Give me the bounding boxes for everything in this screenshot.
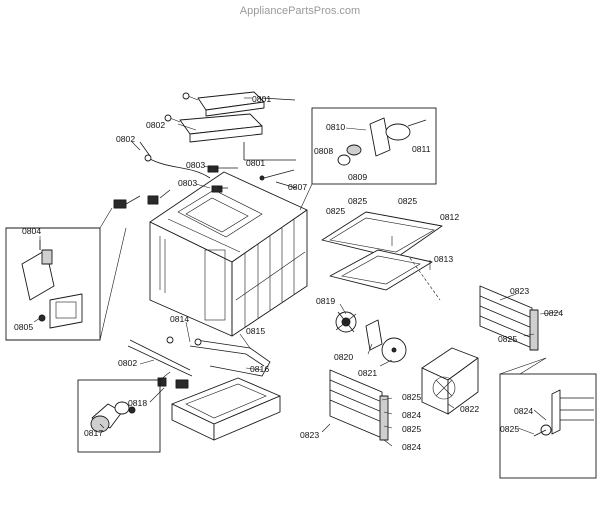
callout-0808[interactable]: 0808	[314, 146, 333, 156]
callout-0809[interactable]: 0809	[348, 172, 367, 182]
callout-0814[interactable]: 0814	[170, 314, 189, 324]
wire-harness-lower[interactable]	[127, 336, 193, 377]
control-box-0804[interactable]	[5, 207, 127, 341]
callout-0825[interactable]: 0825	[498, 334, 517, 344]
callout-0802[interactable]: 0802	[118, 358, 137, 368]
callout-0801[interactable]: 0801	[252, 94, 271, 104]
callout-0803[interactable]: 0803	[178, 178, 197, 188]
probe-0807[interactable]	[259, 169, 297, 189]
fan-bracket-0820[interactable]	[365, 319, 383, 351]
callout-0825[interactable]: 0825	[500, 424, 519, 434]
callout-0825[interactable]: 0825	[402, 424, 421, 434]
convection-fan-motor[interactable]	[335, 311, 357, 333]
callout-0815[interactable]: 0815	[246, 326, 265, 336]
callout-0817[interactable]: 0817	[84, 428, 103, 438]
callout-0822[interactable]: 0822	[460, 404, 479, 414]
connector-0803-lower[interactable]	[211, 185, 228, 193]
callout-0820[interactable]: 0820	[334, 352, 353, 362]
callout-0802[interactable]: 0802	[146, 120, 165, 130]
fan-cover-0822[interactable]	[421, 347, 479, 415]
callout-0825[interactable]: 0825	[398, 196, 417, 206]
bracket-detail-box[interactable]	[499, 357, 597, 479]
bake-element-0815[interactable]	[189, 338, 271, 377]
callout-0825[interactable]: 0825	[348, 196, 367, 206]
rear-panel-0813[interactable]	[329, 249, 441, 301]
callout-0819[interactable]: 0819	[316, 296, 335, 306]
fan-motor-box[interactable]	[299, 107, 437, 211]
callout-0813[interactable]: 0813	[434, 254, 453, 264]
rear-panel-0812[interactable]	[321, 211, 443, 259]
callout-0818[interactable]: 0818	[128, 398, 147, 408]
leader-lines	[33, 97, 561, 447]
callout-0801[interactable]: 0801	[246, 158, 265, 168]
callout-0824[interactable]: 0824	[544, 308, 563, 318]
callout-0804[interactable]: 0804	[22, 226, 41, 236]
top-heating-element-upper[interactable]	[182, 91, 296, 117]
connector-0818[interactable]	[157, 377, 189, 389]
callout-0802[interactable]: 0802	[116, 134, 135, 144]
bottom-tray[interactable]	[171, 377, 281, 441]
part-callouts: 0801 0802 0801 0802 0803 0803 0807 0810 …	[14, 94, 563, 452]
callout-0812[interactable]: 0812	[440, 212, 459, 222]
callout-0811[interactable]: 0811	[412, 144, 431, 154]
callout-0825[interactable]: 0825	[326, 206, 345, 216]
connector-0803-upper[interactable]	[207, 165, 238, 173]
callout-0805[interactable]: 0805	[14, 322, 33, 332]
valve-detail-box[interactable]	[77, 371, 171, 453]
convection-element-upper[interactable]	[479, 285, 539, 351]
callout-0803[interactable]: 0803	[186, 160, 205, 170]
callout-0824[interactable]: 0824	[514, 406, 533, 416]
callout-0824[interactable]: 0824	[402, 442, 421, 452]
callout-0807[interactable]: 0807	[288, 182, 307, 192]
wire-harness-upper[interactable]	[139, 141, 211, 179]
terminal-connector-left[interactable]	[113, 189, 171, 209]
convection-element-lower[interactable]	[329, 369, 389, 441]
callout-0825[interactable]: 0825	[402, 392, 421, 402]
oven-housing[interactable]	[149, 171, 308, 337]
fan-blade-0821[interactable]	[381, 337, 407, 363]
callout-0823[interactable]: 0823	[300, 430, 319, 440]
callout-0821[interactable]: 0821	[358, 368, 377, 378]
callout-0810[interactable]: 0810	[326, 122, 345, 132]
top-heating-element-lower[interactable]	[164, 113, 296, 161]
watermark: AppliancePartsPros.com	[240, 5, 360, 17]
callout-0824[interactable]: 0824	[402, 410, 421, 420]
callout-0823[interactable]: 0823	[510, 286, 529, 296]
callout-0816[interactable]: 0816	[250, 364, 269, 374]
